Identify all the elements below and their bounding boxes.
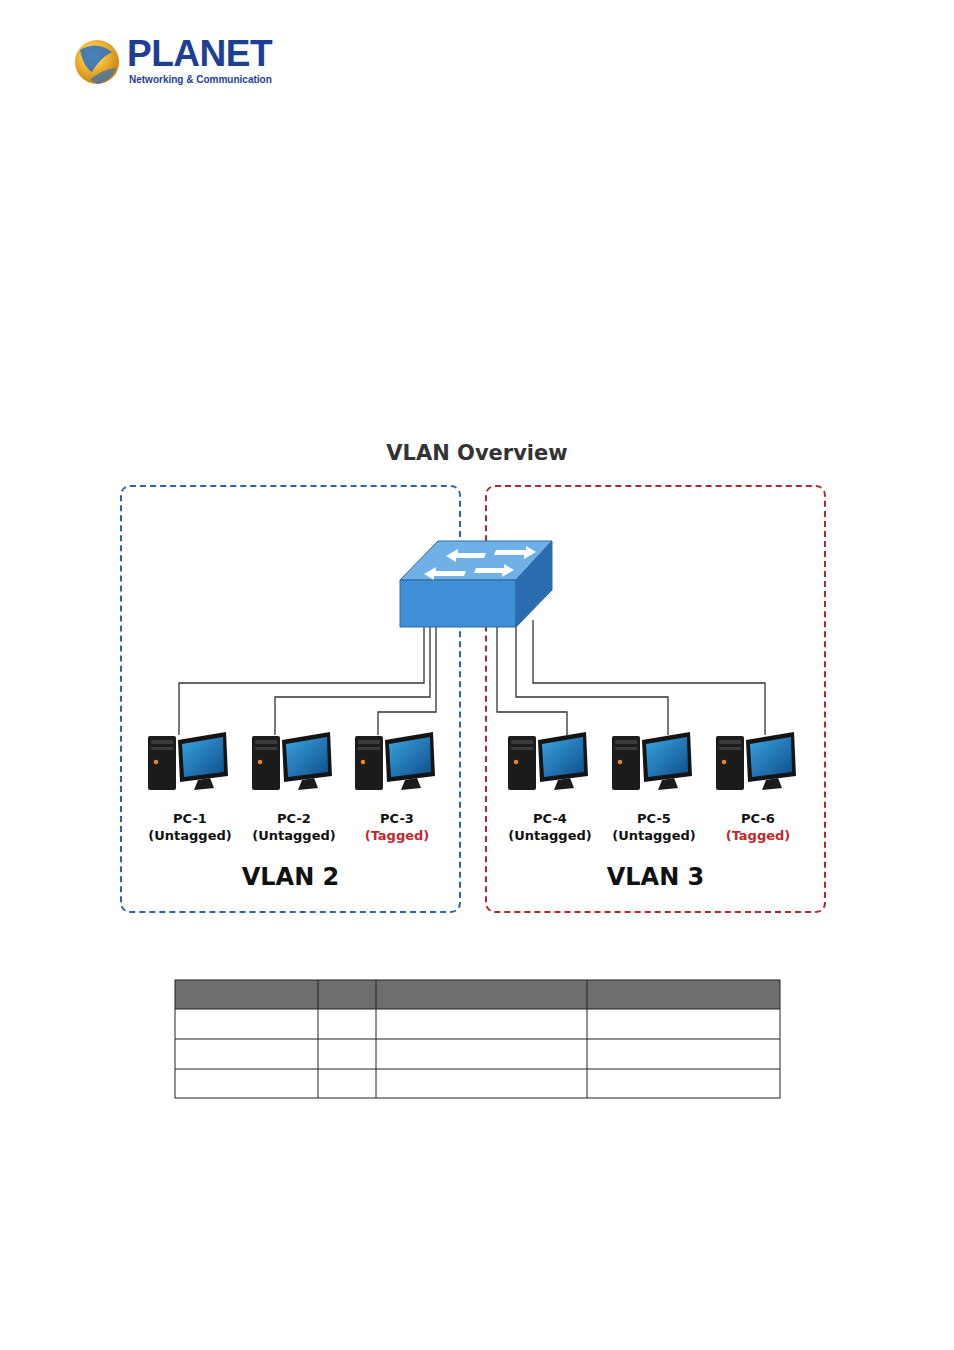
empty-table: [175, 980, 780, 1098]
vlan-region: VLAN 3PC-4(Untagged)PC-5(Untagged)PC-6(T…: [485, 485, 826, 913]
pc-label: PC-2(Untagged): [250, 810, 337, 844]
tag-status: (Untagged): [148, 827, 231, 844]
tag-status: (Tagged): [365, 827, 430, 844]
pc-name: PC-1: [148, 810, 231, 827]
logo-globe: [75, 40, 119, 84]
pc-name: PC-3: [365, 810, 430, 827]
pc-label: PC-5(Untagged): [610, 810, 697, 844]
network-wires: [179, 620, 765, 735]
diagram-title: VLAN Overview: [0, 441, 954, 465]
tag-status: (Untagged): [508, 827, 591, 844]
vlan-region: VLAN 2PC-1(Untagged)PC-2(Untagged)PC-3(T…: [120, 485, 461, 913]
pc-name: PC-6: [726, 810, 791, 827]
pc-name: PC-4: [508, 810, 591, 827]
vlan-label: VLAN 2: [122, 863, 459, 891]
vlan-label: VLAN 3: [487, 863, 824, 891]
pc-label: PC-3(Tagged): [363, 810, 432, 844]
logo-tagline: Networking & Communication: [129, 74, 272, 86]
pc-name: PC-2: [252, 810, 335, 827]
tag-status: (Tagged): [726, 827, 791, 844]
tag-status: (Untagged): [612, 827, 695, 844]
logo-wordmark: PLANET: [127, 34, 272, 74]
pc-label: PC-1(Untagged): [146, 810, 233, 844]
pc-icons: [148, 732, 796, 790]
tag-status: (Untagged): [252, 827, 335, 844]
pc-name: PC-5: [612, 810, 695, 827]
pc-label: PC-6(Tagged): [724, 810, 793, 844]
pc-label: PC-4(Untagged): [506, 810, 593, 844]
